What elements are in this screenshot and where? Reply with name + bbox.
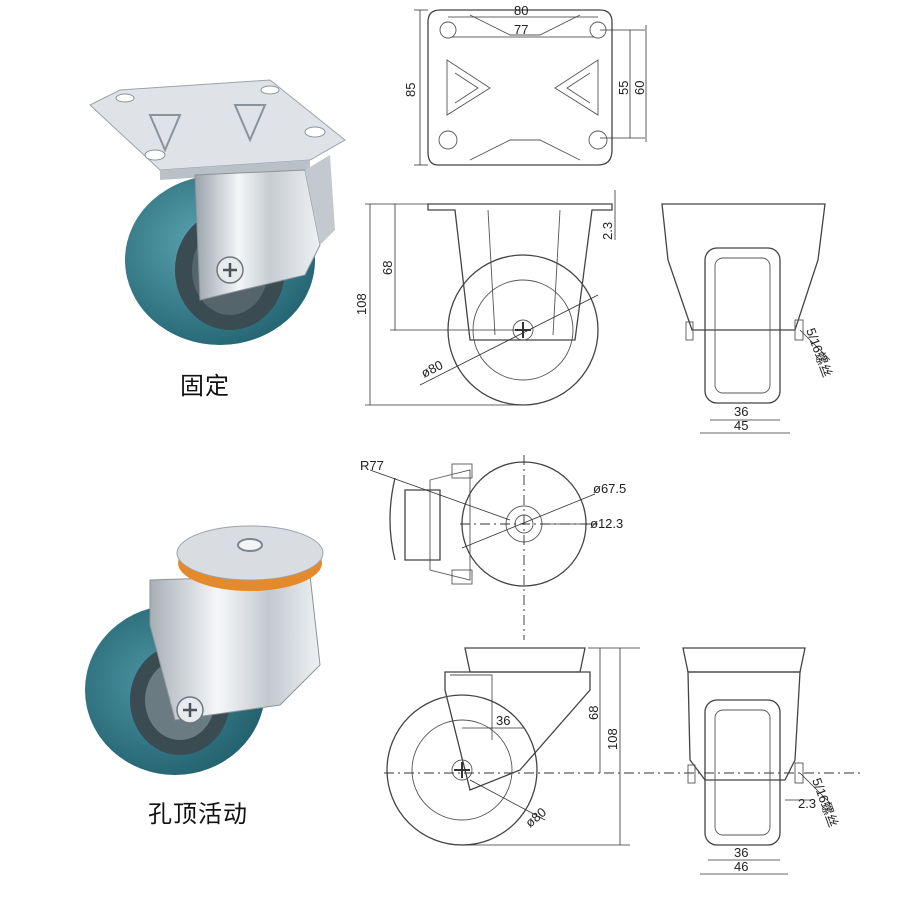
fixed-caster-photo <box>89 79 346 345</box>
swivel-caster-photo <box>85 525 324 775</box>
swivel-front-view: 5/16螺丝 2.3 36 46 <box>682 647 841 875</box>
fixed-front-view: 5/16螺丝 36 45 <box>661 203 835 434</box>
fixed-side-view: 108 68 2.3 ø80 <box>354 190 616 406</box>
dim-36: 36 <box>734 404 748 419</box>
dim-108: 108 <box>354 293 369 315</box>
swivel-dim-2-3: 2.3 <box>798 796 816 811</box>
dim-r77: R77 <box>360 458 384 473</box>
swivel-dim-36-front: 36 <box>734 845 748 860</box>
dim-2-3: 2.3 <box>600 222 615 240</box>
dim-dia-67-5: ø67.5 <box>593 481 626 496</box>
caption-bolt-swivel: 孔顶活动 <box>148 800 248 828</box>
dim-dia-80: ø80 <box>419 357 446 381</box>
swivel-dim-46: 46 <box>734 859 748 874</box>
dim-45: 45 <box>734 418 748 433</box>
dim-68: 68 <box>380 261 395 275</box>
fixed-axle-label: 5/16螺丝 <box>803 326 835 379</box>
dim-60: 60 <box>632 81 647 95</box>
swivel-dim-108: 108 <box>605 728 620 750</box>
swivel-dim-36: 36 <box>496 713 510 728</box>
swivel-top-view: R77 ø67.5 ø12.3 <box>360 455 626 640</box>
dim-55: 55 <box>616 81 631 95</box>
dim-77: 77 <box>514 22 528 37</box>
swivel-side-view: 36 68 108 ø80 <box>384 647 860 846</box>
caption-fixed: 固定 <box>180 372 230 400</box>
dim-dia-12-3: ø12.3 <box>590 516 623 531</box>
fixed-top-plate-view: 80 77 85 55 60 <box>403 3 647 166</box>
swivel-dim-68: 68 <box>586 706 601 720</box>
dim-85: 85 <box>403 83 418 97</box>
dim-80: 80 <box>514 3 528 18</box>
